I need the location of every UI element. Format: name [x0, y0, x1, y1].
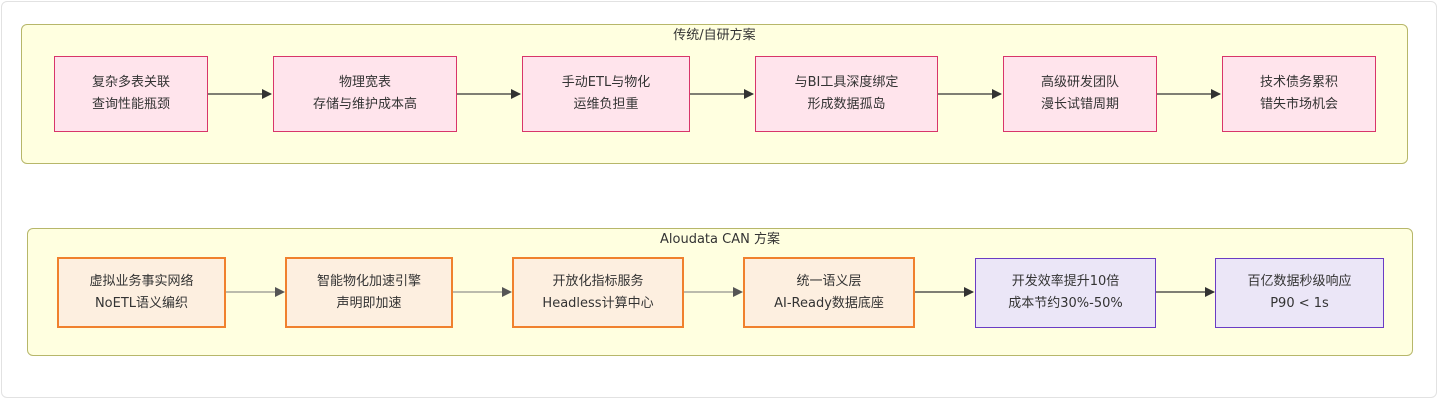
node-manual-etl: 手动ETL与物化 运维负担重 — [522, 56, 690, 132]
node-physical-wide-table: 物理宽表 存储与维护成本高 — [273, 56, 457, 132]
node-complex-join-bottleneck: 复杂多表关联 查询性能瓶颈 — [54, 56, 208, 132]
node-line: 错失市场机会 — [1259, 97, 1338, 112]
node-line: NoETL语义编织 — [94, 295, 189, 311]
node-line: 统一语义层 — [796, 273, 862, 289]
node-line: 运维负担重 — [573, 97, 639, 112]
node-efficiency-gain: 开发效率提升10倍 成本节约30%-50% — [975, 258, 1156, 328]
group-title-aloudata: Aloudata CAN 方案 — [660, 232, 780, 247]
node-line: 物理宽表 — [338, 75, 391, 90]
node-line: Headless计算中心 — [542, 295, 654, 311]
node-line: 漫长试错周期 — [1040, 97, 1119, 112]
node-senior-team: 高级研发团队 漫长试错周期 — [1003, 56, 1157, 132]
node-line: AI-Ready数据底座 — [774, 295, 884, 311]
node-line: 虚拟业务事实网络 — [89, 273, 194, 289]
node-line: 与BI工具深度绑定 — [794, 75, 899, 90]
node-line: 复杂多表关联 — [91, 75, 170, 90]
group-title-traditional: 传统/自研方案 — [673, 28, 756, 43]
node-line: 开发效率提升10倍 — [1011, 274, 1120, 289]
node-line: 百亿数据秒级响应 — [1247, 274, 1352, 289]
node-bi-lock-in: 与BI工具深度绑定 形成数据孤岛 — [755, 56, 938, 132]
node-virtual-fact-network: 虚拟业务事实网络 NoETL语义编织 — [57, 257, 226, 328]
node-line: 智能物化加速引擎 — [316, 273, 421, 289]
node-line: 查询性能瓶颈 — [91, 97, 170, 112]
node-line: 存储与维护成本高 — [312, 97, 417, 112]
node-line: 成本节约30%-50% — [1008, 296, 1123, 311]
node-line: P90 < 1s — [1270, 296, 1329, 311]
node-tech-debt: 技术债务累积 错失市场机会 — [1222, 56, 1376, 132]
node-line: 技术债务累积 — [1259, 75, 1338, 90]
node-open-metrics-service: 开放化指标服务 Headless计算中心 — [512, 257, 684, 328]
node-line: 形成数据孤岛 — [807, 97, 886, 112]
node-unified-semantic-layer: 统一语义层 AI-Ready数据底座 — [743, 257, 915, 328]
node-line: 手动ETL与物化 — [561, 75, 651, 90]
node-line: 高级研发团队 — [1040, 75, 1119, 90]
node-sub-second-response: 百亿数据秒级响应 P90 < 1s — [1215, 258, 1384, 328]
node-smart-materialization: 智能物化加速引擎 声明即加速 — [285, 257, 453, 328]
node-line: 开放化指标服务 — [552, 273, 644, 289]
node-line: 声明即加速 — [336, 295, 402, 311]
